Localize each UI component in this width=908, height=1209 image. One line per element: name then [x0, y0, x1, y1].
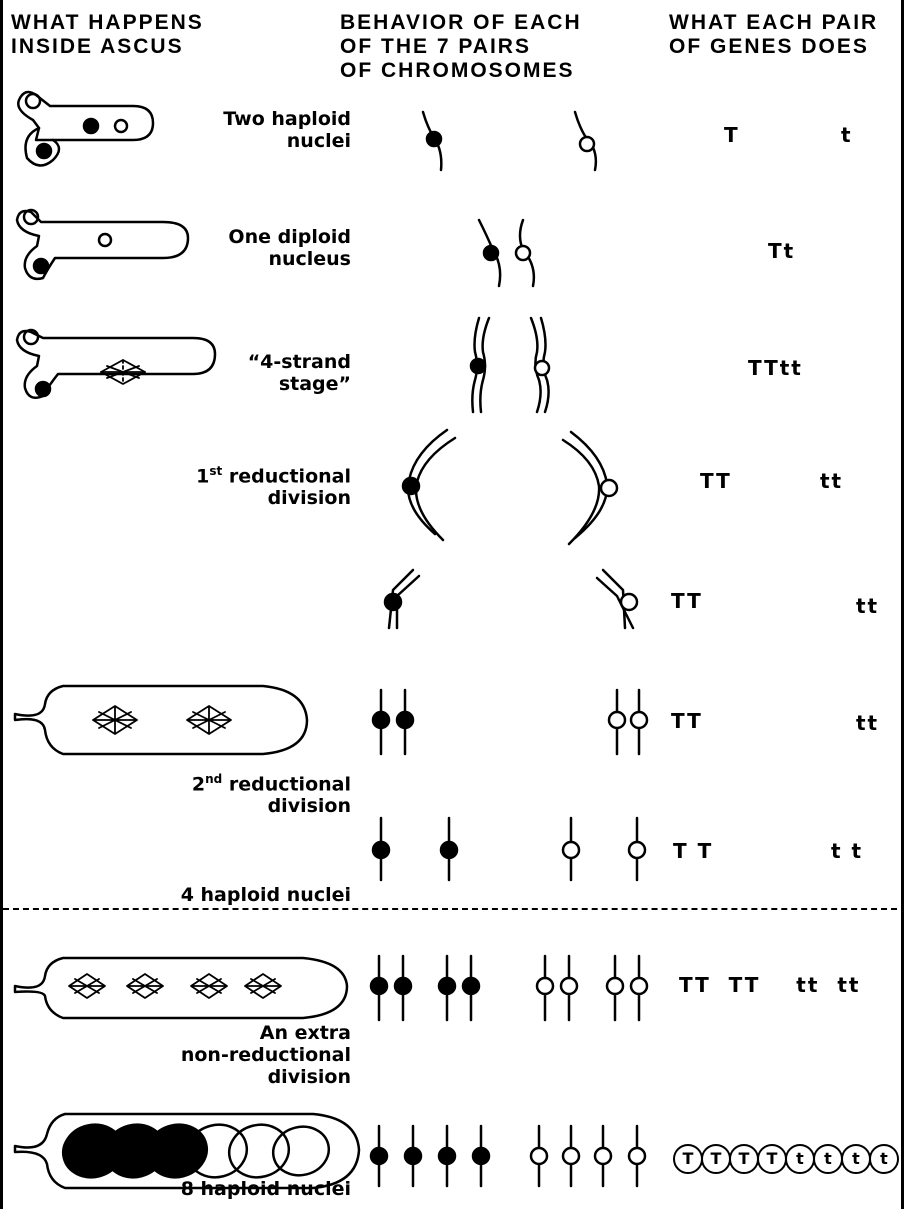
chromosomes-row-4-haploid — [373, 818, 645, 880]
chromosomes-row-extra-division — [371, 956, 647, 1020]
ascus-two-spindles — [15, 686, 307, 754]
chromosomes-row-telophase — [385, 570, 637, 628]
chromosomes-row-2nd-division — [373, 690, 647, 754]
chromosomes-row-diploid — [479, 220, 534, 286]
ascus-four-spindles — [15, 958, 347, 1018]
ascus-two-haploid — [18, 92, 153, 166]
chromosomes-row-1st-reductional — [403, 430, 617, 544]
diagram-drawings — [3, 0, 904, 1209]
chromosomes-row-4-strand — [471, 318, 549, 412]
ascus-eight-spores — [15, 1114, 359, 1188]
ascus-one-diploid — [17, 210, 188, 279]
ascus-4-strand — [17, 330, 215, 398]
chromosomes-row-two-haploid — [423, 112, 596, 170]
chromosomes-row-8-haploid — [371, 1126, 645, 1186]
